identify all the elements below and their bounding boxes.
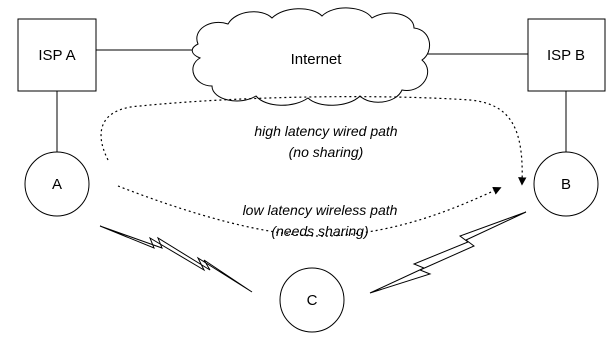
- wireless-path-label-line1: low latency wireless path: [243, 202, 398, 218]
- wireless-path-arrow: [117, 185, 502, 237]
- isp-b-node: ISP B: [527, 18, 606, 92]
- isp-b-label: ISP B: [547, 47, 585, 64]
- node-b-label: B: [561, 176, 571, 193]
- node-a: A: [24, 151, 90, 217]
- node-a-label: A: [52, 176, 62, 193]
- internet-cloud: Internet: [191, 7, 430, 106]
- wireless-link-c-b-icon: [369, 211, 527, 294]
- isp-a-node: ISP A: [17, 18, 97, 92]
- node-c-label: C: [307, 292, 318, 309]
- node-b: B: [533, 151, 599, 217]
- wired-path-label-line1: high latency wired path: [254, 123, 397, 139]
- wireless-path-label-line2: (needs sharing): [271, 223, 368, 239]
- isp-a-label: ISP A: [38, 47, 75, 64]
- wired-path-arrow: [100, 96, 527, 186]
- wireless-link-a-c-icon: [99, 225, 253, 293]
- node-c: C: [279, 267, 345, 333]
- wired-path-label-line2: (no sharing): [289, 144, 364, 160]
- internet-label: Internet: [291, 51, 343, 68]
